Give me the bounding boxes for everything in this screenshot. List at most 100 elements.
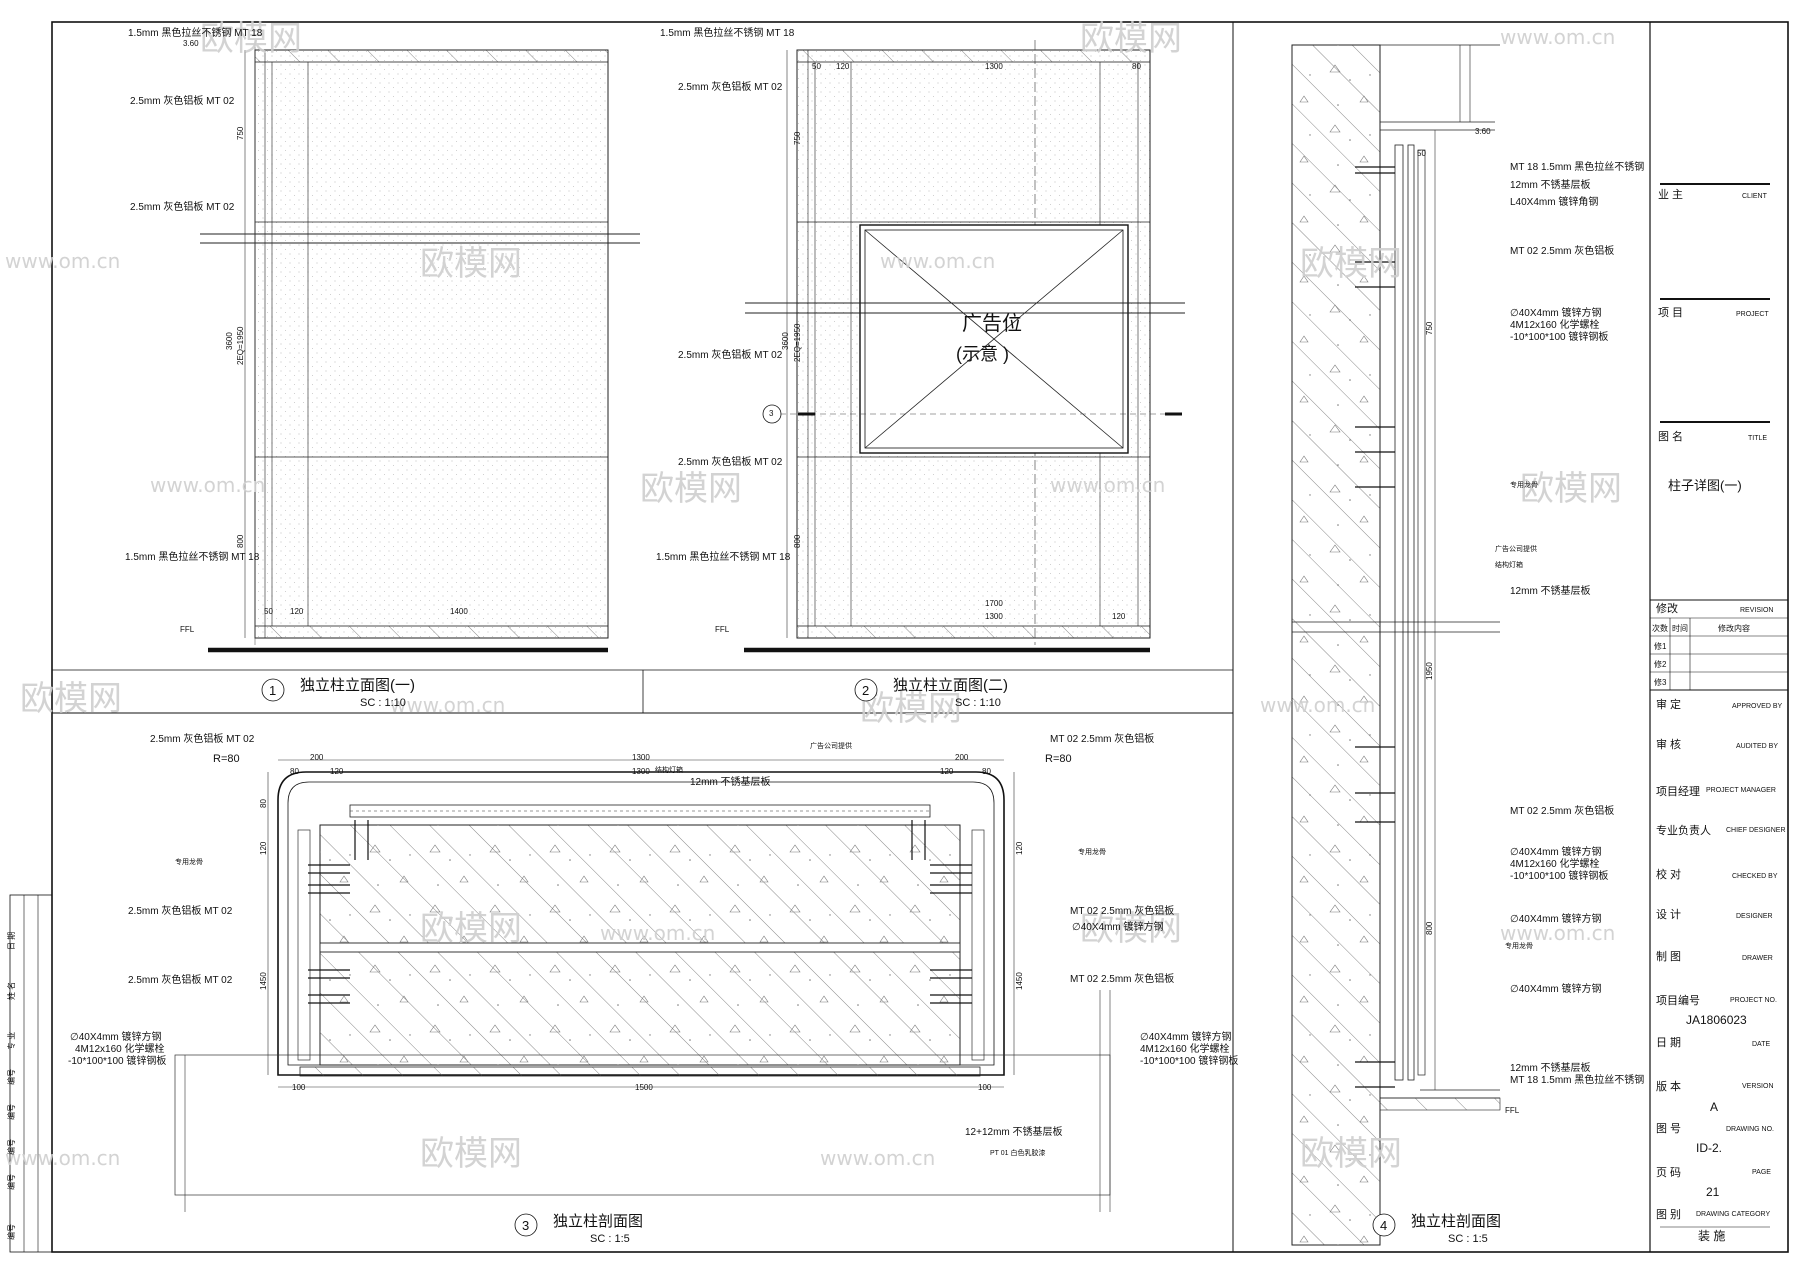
sect4-label: 12mm 不锈基层板 [1510,1061,1591,1074]
sect4-label: ∅40X4mm 镀锌方钢 [1510,845,1602,858]
strip-name: 姓 名 [6,982,16,1000]
sect3-label: 4M12x160 化学螺栓 [1140,1042,1229,1055]
watermark-url: www.om.cn [600,921,715,945]
watermark: 欧模网 [420,909,522,949]
tb-drawer-en: DRAWER [1742,955,1773,962]
sect3-label: MT 02 2.5mm 灰色铝板 [1050,732,1154,745]
watermark: 欧模网 [640,469,742,509]
sect3-label: 广告公司提供 [810,741,852,750]
tb-version-value: A [1710,1100,1718,1114]
sect3-dim: 1450 [1015,972,1024,990]
sect3-label: R=80 [213,753,240,765]
tb-rev-col: 次数 [1652,623,1668,633]
tb-checked-label: 校 对 [1656,867,1681,881]
tb-category-value: 装 施 [1698,1229,1725,1243]
watermark-url: www.om.cn [390,693,505,717]
elev1-label: 1.5mm 黑色拉丝不锈钢 MT 18 [128,26,263,39]
elev2-ffl: FFL [715,625,730,634]
tb-approved-en: APPROVED BY [1732,703,1783,710]
sect4-label: 结构灯箱 [1495,560,1523,569]
tb-chief-en: CHIEF DESIGNER [1726,827,1786,834]
elev2-dim: 2EQ=1950 [793,323,802,362]
sect3-dim: 1300 [632,767,650,776]
section-4 [1291,44,1501,1246]
tb-rev-row: 修2 [1654,659,1667,669]
tb-approved-label: 审 定 [1656,697,1681,711]
tb-projno-value: JA1806023 [1686,1013,1747,1027]
elev2-dim: 3600 [781,332,790,350]
tb-drawer-label: 制 图 [1656,950,1681,963]
strip-number: 编号 [6,1224,16,1240]
strip-number: 编号 [6,1174,16,1190]
strip-discipline: 专 业 [6,1032,16,1050]
sect3-label: -10*100*100 镀锌钢板 [1140,1054,1238,1067]
watermark-url: www.om.cn [820,1146,935,1170]
sect4-label: -10*100*100 镀锌钢板 [1510,869,1608,882]
elevation-1 [200,40,640,653]
sect4-label: 12mm 不锈基层板 [1510,178,1591,191]
tb-chief-label: 专业负责人 [1656,823,1711,837]
sect3-label: 结构灯箱 [655,765,683,774]
elevation-2 [744,40,1185,653]
sect3-dim: 120 [940,767,954,776]
sect4-label: ∅40X4mm 镀锌方钢 [1510,982,1602,995]
sect3-dim: 120 [1015,841,1024,855]
sect3-label: 专用龙骨 [175,857,203,866]
sect3-label: R=80 [1045,753,1072,765]
sect3-dim: 120 [330,767,344,776]
sect4-label: MT 18 1.5mm 黑色拉丝不锈钢 [1510,1073,1644,1086]
strip-number: 编号 [6,1069,16,1085]
watermark: 欧模网 [1300,244,1402,284]
tb-rev-row: 修3 [1654,677,1667,687]
tb-client-label: 业 主 [1658,188,1683,201]
tb-title-label: 图 名 [1658,429,1683,443]
sect3-label: MT 02 2.5mm 灰色铝板 [1070,972,1174,985]
sect4-dim: 50 [1417,149,1426,158]
tb-design-en: DESIGNER [1736,913,1773,920]
elev1-label: 2.5mm 灰色铝板 MT 02 [130,200,235,213]
elev1-ffl: FFL [180,625,195,634]
tb-rev-row: 修1 [1654,641,1667,651]
sect4-label: 广告公司提供 [1495,544,1537,553]
elev2-dim: 1700 [985,599,1003,608]
view-3-scale: SC : 1:5 [590,1233,630,1245]
sect4-ffl: FFL [1505,1106,1520,1115]
section-3 [174,759,1111,1212]
watermark: 欧模网 [860,689,962,729]
view-3-number: 3 [522,1218,529,1233]
tb-audited-label: 审 核 [1656,737,1681,751]
sect3-dim: 1300 [632,753,650,762]
tb-dwgno-label: 图 号 [1656,1122,1681,1135]
watermark: 欧模网 [1300,1134,1402,1174]
sect3-dim: 80 [290,767,299,776]
tb-page-label: 页 码 [1656,1166,1681,1179]
sect4-label: 专用龙骨 [1505,941,1533,950]
tb-revision-label: 修改 [1656,601,1678,615]
elev2-dim: 80 [1132,62,1141,71]
sect3-label: MT 02 2.5mm 灰色铝板 [1070,904,1174,917]
sect3-label: ∅40X4mm 镀锌方钢 [70,1030,162,1043]
sect3-label: 4M12x160 化学螺栓 [75,1042,164,1055]
sect4-label: L40X4mm 镀锌角钢 [1510,195,1598,208]
tb-client-en: CLIENT [1742,193,1768,200]
left-binding-strip [9,894,53,1253]
elev1-dim: 750 [236,126,245,140]
sect4-label: MT 02 2.5mm 灰色铝板 [1510,804,1614,817]
tb-version-en: VERSION [1742,1083,1774,1090]
tb-audited-en: AUDITED BY [1736,743,1778,750]
tb-version-label: 版 本 [1656,1079,1681,1093]
sect4-dim: 800 [1425,921,1434,935]
watermark: 欧模网 [420,1134,522,1174]
elev2-label: 1.5mm 黑色拉丝不锈钢 MT 18 [656,550,791,563]
tb-design-label: 设 计 [1656,908,1681,921]
watermark: 欧模网 [420,244,522,284]
watermark-url: www.om.cn [1260,693,1375,717]
elev1-dim: 1400 [450,607,468,616]
watermark: 欧模网 [1520,469,1622,509]
watermark: 欧模网 [1080,19,1182,59]
title-block [1650,183,1788,1228]
sect4-label: MT 18 1.5mm 黑色拉丝不锈钢 [1510,160,1644,173]
watermark-url: www.om.cn [1500,25,1615,49]
view-4-number: 4 [1380,1218,1387,1233]
